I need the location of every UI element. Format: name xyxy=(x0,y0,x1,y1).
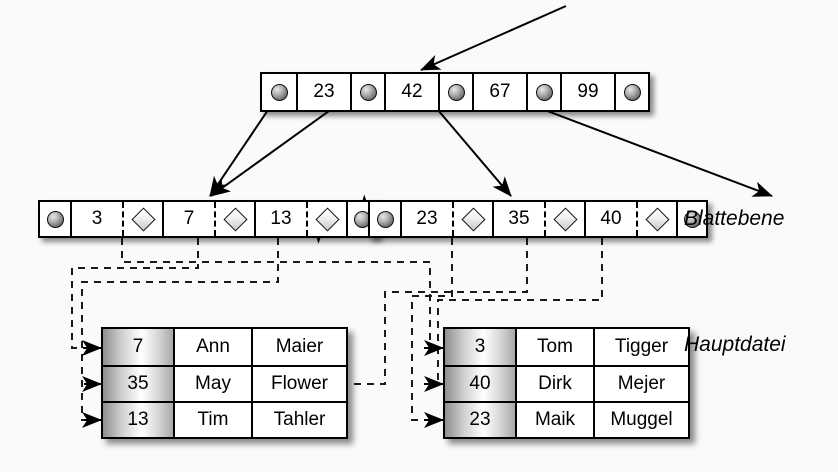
row-first-name: Tom xyxy=(515,329,593,365)
root-key-1: 42 xyxy=(384,74,438,110)
row-key: 7 xyxy=(103,329,173,365)
table-row[interactable]: 23 Maik Muggel xyxy=(445,401,688,437)
arrow-root-p2-to-leaf-right xyxy=(431,102,512,197)
table-row[interactable]: 35 May Flower xyxy=(103,365,346,401)
leaf-node-left[interactable]: 3 7 13 xyxy=(38,200,378,238)
root-key-2: 67 xyxy=(472,74,526,110)
circle-pointer-icon xyxy=(535,83,553,101)
circle-pointer-icon xyxy=(359,83,377,101)
row-first-name: Ann xyxy=(173,329,251,365)
root-pointer-3[interactable] xyxy=(526,74,560,110)
leaf-right-key-1: 35 xyxy=(492,202,544,236)
row-first-name: Tim xyxy=(173,403,251,437)
row-last-name: Flower xyxy=(251,367,346,401)
row-last-name: Mejer xyxy=(593,367,688,401)
table-row[interactable]: 3 Tom Tigger xyxy=(445,329,688,365)
row-last-name: Maier xyxy=(251,329,346,365)
circle-pointer-icon xyxy=(447,83,465,101)
leaf-right-prev-pointer[interactable] xyxy=(370,202,400,236)
diamond-pointer-icon xyxy=(460,206,486,232)
row-key: 3 xyxy=(445,329,515,365)
row-last-name: Tahler xyxy=(251,403,346,437)
root-index-node[interactable]: 23 42 67 99 xyxy=(260,72,650,112)
leaf-left-key-0: 3 xyxy=(70,202,122,236)
root-pointer-1[interactable] xyxy=(350,74,384,110)
circle-pointer-icon xyxy=(46,210,64,228)
table-row[interactable]: 7 Ann Maier xyxy=(103,329,346,365)
leaf-right-next-pointer[interactable] xyxy=(676,202,706,236)
table-row[interactable]: 40 Dirk Mejer xyxy=(445,365,688,401)
arrow-root-p1-to-leaf-left2 xyxy=(210,97,348,197)
diamond-pointer-icon xyxy=(222,206,248,232)
root-key-0: 23 xyxy=(296,74,350,110)
row-first-name: May xyxy=(173,367,251,401)
circle-pointer-icon xyxy=(623,83,641,101)
diamond-pointer-icon xyxy=(552,206,578,232)
leaf-left-record-pointer-1[interactable] xyxy=(214,202,254,236)
root-pointer-0[interactable] xyxy=(262,74,296,110)
circle-pointer-icon xyxy=(683,210,701,228)
leaf-left-prev-pointer[interactable] xyxy=(40,202,70,236)
leaf-right-key-0: 23 xyxy=(400,202,452,236)
leaf-node-right[interactable]: 23 35 40 xyxy=(368,200,708,238)
row-key: 13 xyxy=(103,403,173,437)
leaf-right-record-pointer-0[interactable] xyxy=(452,202,492,236)
root-pointer-2[interactable] xyxy=(438,74,472,110)
root-pointer-4[interactable] xyxy=(614,74,648,110)
leaf-right-key-2: 40 xyxy=(584,202,636,236)
arrow-root-p3-to-right-edge xyxy=(512,97,773,197)
diamond-pointer-icon xyxy=(130,206,156,232)
row-last-name: Muggel xyxy=(593,403,688,437)
data-table-right[interactable]: 3 Tom Tigger 40 Dirk Mejer 23 Maik Mugge… xyxy=(443,327,690,439)
root-key-3: 99 xyxy=(560,74,614,110)
arrow-root-p0-to-leaf-left xyxy=(209,109,269,197)
entry-arrow-to-root xyxy=(420,5,567,71)
leaf-left-record-pointer-0[interactable] xyxy=(122,202,162,236)
diamond-pointer-icon xyxy=(314,206,340,232)
leaf-left-record-pointer-2[interactable] xyxy=(306,202,346,236)
leaf-right-record-pointer-1[interactable] xyxy=(544,202,584,236)
circle-pointer-icon xyxy=(270,83,288,101)
label-blattebene: Blattebene xyxy=(684,207,785,230)
row-first-name: Maik xyxy=(515,403,593,437)
row-key: 35 xyxy=(103,367,173,401)
label-hauptdatei: Hauptdatei xyxy=(684,333,786,356)
leaf-right-record-pointer-2[interactable] xyxy=(636,202,676,236)
leaf-left-key-1: 7 xyxy=(162,202,214,236)
row-first-name: Dirk xyxy=(515,367,593,401)
circle-pointer-icon xyxy=(376,210,394,228)
leaf-left-key-2: 13 xyxy=(254,202,306,236)
diamond-pointer-icon xyxy=(644,206,670,232)
table-row[interactable]: 13 Tim Tahler xyxy=(103,401,346,437)
row-key: 23 xyxy=(445,403,515,437)
data-table-left[interactable]: 7 Ann Maier 35 May Flower 13 Tim Tahler xyxy=(101,327,348,439)
row-key: 40 xyxy=(445,367,515,401)
row-last-name: Tigger xyxy=(593,329,688,365)
